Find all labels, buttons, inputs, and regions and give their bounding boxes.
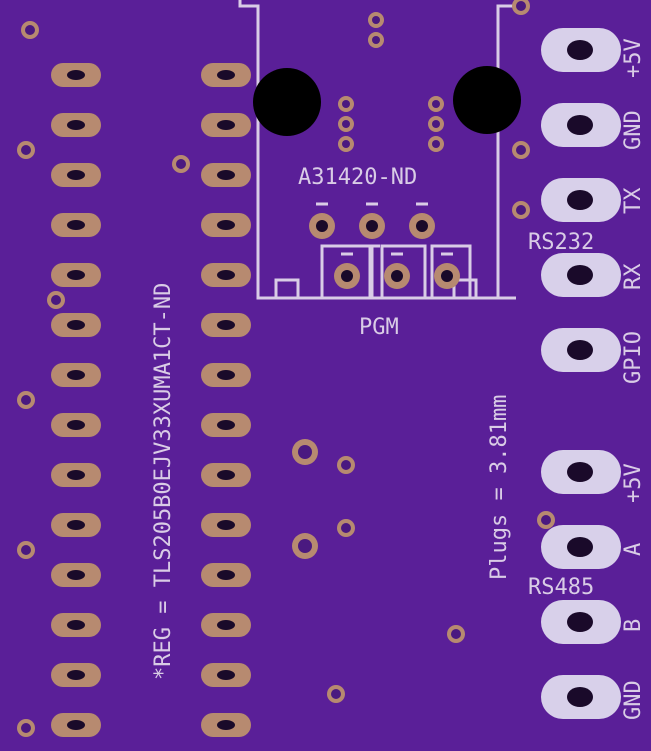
rs232-label: RS232 — [528, 230, 594, 255]
mount-hole-left — [253, 68, 321, 136]
rs485-label: RS485 — [528, 575, 594, 600]
pgm-label: PGM — [359, 315, 399, 340]
reg-note: *REG = TLS205B0EJV33XUMA1CT-ND — [151, 283, 176, 680]
vias — [17, 0, 555, 737]
right-pad-column — [201, 63, 251, 737]
pin-label-7: A — [621, 543, 646, 556]
plugs-note: Plugs = 3.81mm — [487, 395, 512, 580]
pin-label-8: B — [621, 619, 646, 632]
pgm-pads — [309, 202, 460, 289]
pin-label-3: TX — [621, 187, 646, 214]
pin-label-1: +5V — [621, 38, 646, 78]
pin-label-4: RX — [621, 263, 646, 290]
pin-label-5: GPIO — [621, 331, 646, 384]
left-pad-column — [51, 63, 101, 737]
top-part-label: A31420-ND — [298, 165, 417, 190]
top-connector-outline — [238, 0, 518, 300]
pin-label-2: GND — [621, 110, 646, 150]
pin-label-6: +5V — [621, 463, 646, 503]
right-connector-pads — [541, 28, 621, 719]
mount-hole-right — [453, 66, 521, 134]
pin-label-9: GND — [621, 680, 646, 720]
